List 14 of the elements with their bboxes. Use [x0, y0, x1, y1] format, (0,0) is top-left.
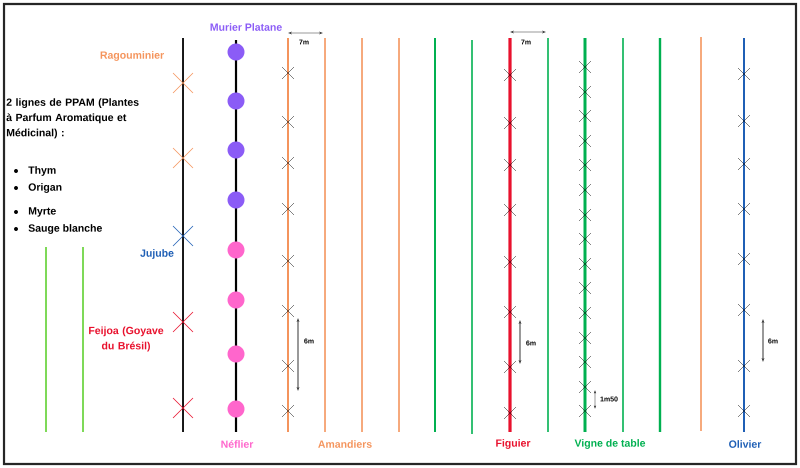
row-label: Jujube	[140, 249, 174, 259]
list-item: Origan	[28, 183, 62, 193]
list-item: Sauge blanche	[28, 224, 102, 234]
row-label: Amandiers	[318, 440, 372, 448]
row-label: Ragouminier	[100, 51, 164, 61]
note-text: 2 lignes de PPAM (Plantes à Parfum Aromatique et Médicinal) :	[6, 98, 139, 138]
list-item: Myrte	[28, 207, 56, 217]
row-label: Figuier	[496, 439, 530, 449]
row-label: Murier Platane	[210, 23, 282, 31]
row-label: Olivier	[729, 440, 762, 448]
row-label: Néflier	[221, 440, 254, 448]
list-item: Thym	[28, 166, 56, 176]
row-label: Vigne de table	[574, 439, 646, 449]
row-label: Feijoa (Goyave du Brésil)	[89, 326, 164, 352]
